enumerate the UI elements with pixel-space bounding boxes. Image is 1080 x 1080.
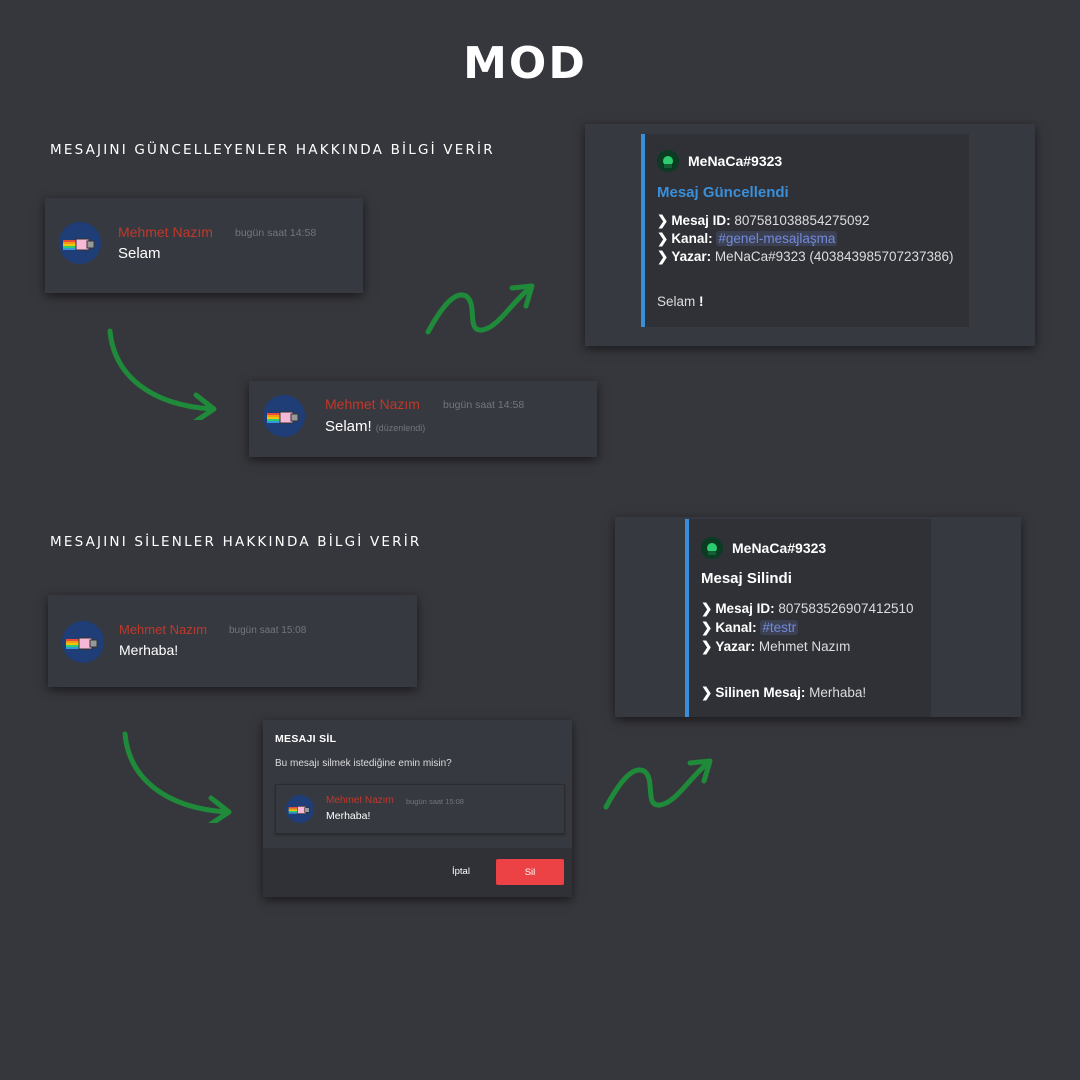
embed-panel: MeNaCa#9323 Mesaj Silindi ❯Mesaj ID: 807… (685, 519, 931, 717)
message-username[interactable]: Mehmet Nazım (325, 396, 420, 412)
nyan-cat-avatar-icon[interactable] (263, 395, 305, 437)
preview-timestamp: bugün saat 15:08 (406, 797, 464, 806)
preview-username: Mehmet Nazım (326, 795, 394, 806)
field-author: ❯Yazar: MeNaCa#9323 (403843985707237386) (657, 249, 954, 265)
message-timestamp: bugün saat 15:08 (229, 625, 307, 636)
modal-question: Bu mesajı silmek istediğine emin misin? (275, 758, 452, 769)
section-update-label: MESAJINI GÜNCELLEYENLER HAKKINDA BİLGİ V… (50, 142, 495, 158)
embed-panel: MeNaCa#9323 Mesaj Güncellendi ❯Mesaj ID:… (641, 134, 969, 327)
message-preview: Mehmet Nazım bugün saat 15:08 Merhaba! (275, 784, 565, 834)
cancel-button[interactable]: İptal (452, 866, 470, 877)
chevron-right-icon: ❯ (657, 213, 669, 228)
field-message-id: ❯Mesaj ID: 807581038854275092 (657, 213, 870, 229)
field-value: Mehmet Nazım (758, 639, 851, 654)
modal-title: MESAJI SİL (275, 733, 337, 745)
embed-title: Mesaj Silindi (701, 570, 792, 587)
message-text: Selam (118, 245, 161, 262)
message-original-card: Mehmet Nazım bugün saat 14:58 Selam (45, 198, 363, 293)
message-timestamp: bugün saat 14:58 (443, 399, 525, 411)
message-timestamp: bugün saat 14:58 (235, 227, 317, 239)
chevron-right-icon: ❯ (657, 249, 669, 264)
field-channel: ❯Kanal: #testr (701, 620, 799, 636)
chevron-right-icon: ❯ (657, 231, 669, 246)
field-label: Kanal: (671, 231, 713, 246)
chevron-right-icon: ❯ (701, 639, 713, 654)
bot-name: MeNaCa#9323 (732, 540, 827, 556)
content-text: Selam (657, 294, 696, 309)
curved-arrow-icon (107, 328, 217, 420)
field-label: Silinen Mesaj: (715, 685, 806, 700)
field-label: Yazar: (671, 249, 712, 264)
edited-tag: (düzenlendi) (375, 423, 426, 433)
update-embed-card: MeNaCa#9323 Mesaj Güncellendi ❯Mesaj ID:… (585, 124, 1035, 346)
modal-footer: İptal Sil (263, 848, 572, 897)
message-text: Merhaba! (119, 642, 179, 658)
field-message-id: ❯Mesaj ID: 807583526907412510 (701, 601, 914, 617)
field-value: 807583526907412510 (778, 601, 914, 616)
bot-avatar-icon (657, 150, 679, 172)
embed-author: MeNaCa#9323 (657, 150, 782, 172)
message-text: Selam!(düzenlendi) (325, 418, 425, 435)
channel-mention[interactable]: #genel-mesajlaşma (716, 231, 838, 246)
squiggle-arrow-icon (603, 758, 713, 810)
message-text-content: Selam! (325, 418, 372, 435)
message-username[interactable]: Mehmet Nazım (119, 622, 208, 637)
preview-text: Merhaba! (326, 810, 371, 822)
embed-author: MeNaCa#9323 (701, 537, 826, 559)
channel-mention[interactable]: #testr (760, 620, 799, 635)
field-value: Merhaba! (809, 685, 867, 700)
embed-title: Mesaj Güncellendi (657, 184, 789, 201)
nyan-cat-avatar-icon[interactable] (59, 222, 101, 264)
chevron-right-icon: ❯ (701, 620, 713, 635)
field-label: Mesaj ID: (671, 213, 731, 228)
field-deleted-message: ❯Silinen Mesaj: Merhaba! (701, 685, 866, 701)
field-author: ❯Yazar: Mehmet Nazım (701, 639, 850, 655)
delete-modal: MESAJI SİL Bu mesajı silmek istediğine e… (263, 720, 572, 897)
nyan-cat-avatar-icon[interactable] (62, 621, 104, 663)
section-delete-label: MESAJINI SİLENLER HAKKINDA BİLGİ VERİR (50, 534, 422, 550)
delete-button[interactable]: Sil (496, 859, 564, 885)
field-content: Selam ! (657, 294, 704, 309)
chevron-right-icon: ❯ (701, 685, 713, 700)
message-username[interactable]: Mehmet Nazım (118, 224, 213, 240)
field-channel: ❯Kanal: #genel-mesajlaşma (657, 231, 838, 247)
field-value: MeNaCa#9323 (403843985707237386) (714, 249, 954, 264)
bot-name: MeNaCa#9323 (688, 153, 783, 169)
squiggle-arrow-icon (425, 283, 535, 335)
chevron-right-icon: ❯ (701, 601, 713, 616)
field-label: Yazar: (715, 639, 756, 654)
message-delete-original-card: Mehmet Nazım bugün saat 15:08 Merhaba! (48, 595, 417, 687)
field-label: Kanal: (715, 620, 757, 635)
page-title: MOD (463, 38, 587, 89)
bot-avatar-icon (701, 537, 723, 559)
field-label: Mesaj ID: (715, 601, 775, 616)
curved-arrow-icon (122, 731, 232, 823)
nyan-cat-avatar-icon (286, 795, 314, 823)
delete-embed-card: MeNaCa#9323 Mesaj Silindi ❯Mesaj ID: 807… (615, 517, 1021, 717)
message-edited-card: Mehmet Nazım bugün saat 14:58 Selam!(düz… (249, 381, 597, 457)
field-value: 807581038854275092 (734, 213, 870, 228)
content-suffix: ! (699, 294, 704, 309)
